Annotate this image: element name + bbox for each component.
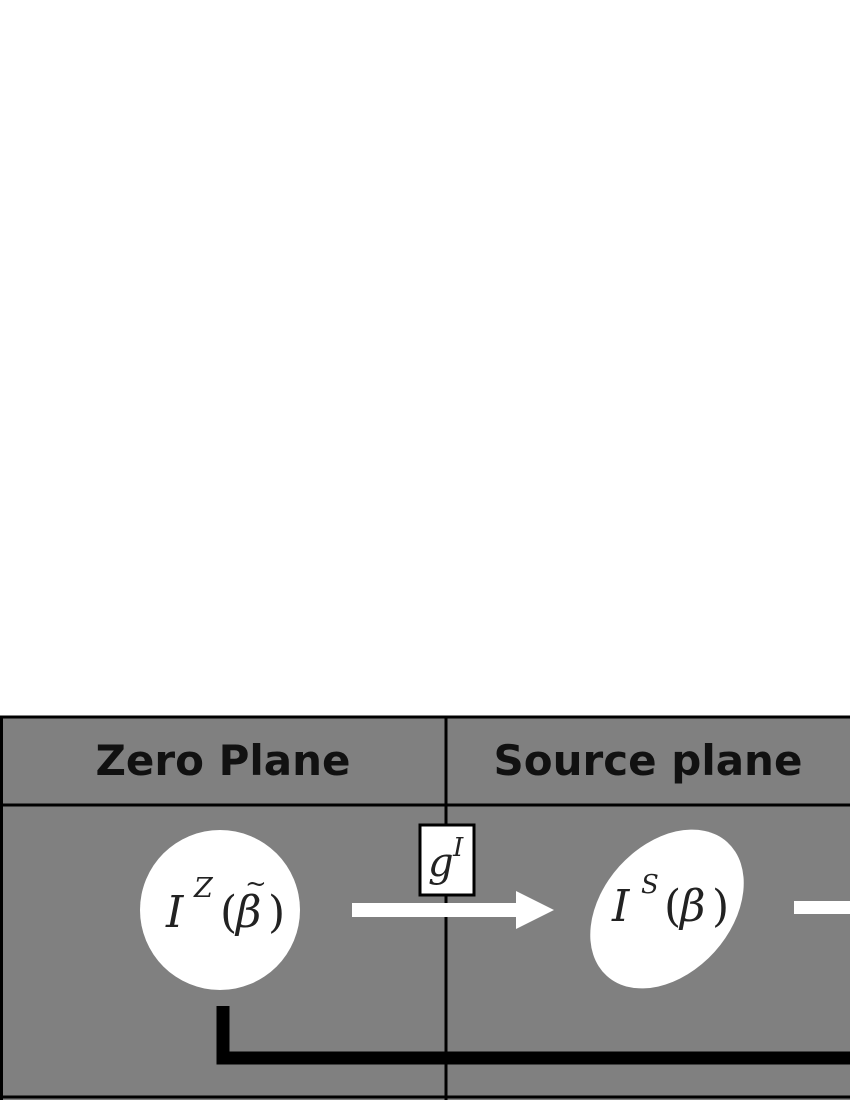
table-borders xyxy=(0,715,850,1100)
svg-text:I: I xyxy=(452,833,464,863)
svg-text:): ) xyxy=(268,887,285,938)
svg-text:β: β xyxy=(234,887,261,938)
svg-text:I: I xyxy=(165,887,185,938)
svg-text:~: ~ xyxy=(245,869,267,899)
source-plane-image-ellipse xyxy=(590,829,744,989)
svg-text:I: I xyxy=(611,881,631,932)
next-arrow-stub xyxy=(794,901,850,914)
svg-text:g: g xyxy=(428,840,454,886)
svg-text:): ) xyxy=(712,881,729,932)
zero-plane-image-circle xyxy=(140,830,300,990)
svg-text:(: ( xyxy=(220,887,237,938)
zero-plane-image-label: I Z ( β ~ ) xyxy=(165,869,285,938)
source-plane-image-label: I S ( β ) xyxy=(611,870,729,932)
header-zero-plane: Zero Plane xyxy=(95,736,350,785)
svg-text:β: β xyxy=(678,881,705,932)
svg-text:Z: Z xyxy=(193,873,214,904)
mapping-label-box: g I xyxy=(418,823,476,897)
svg-text:(: ( xyxy=(664,881,681,932)
header-source-plane: Source plane xyxy=(494,736,803,785)
mapping-arrow xyxy=(352,891,554,929)
svg-text:S: S xyxy=(641,870,659,900)
feedback-path xyxy=(216,1006,850,1065)
